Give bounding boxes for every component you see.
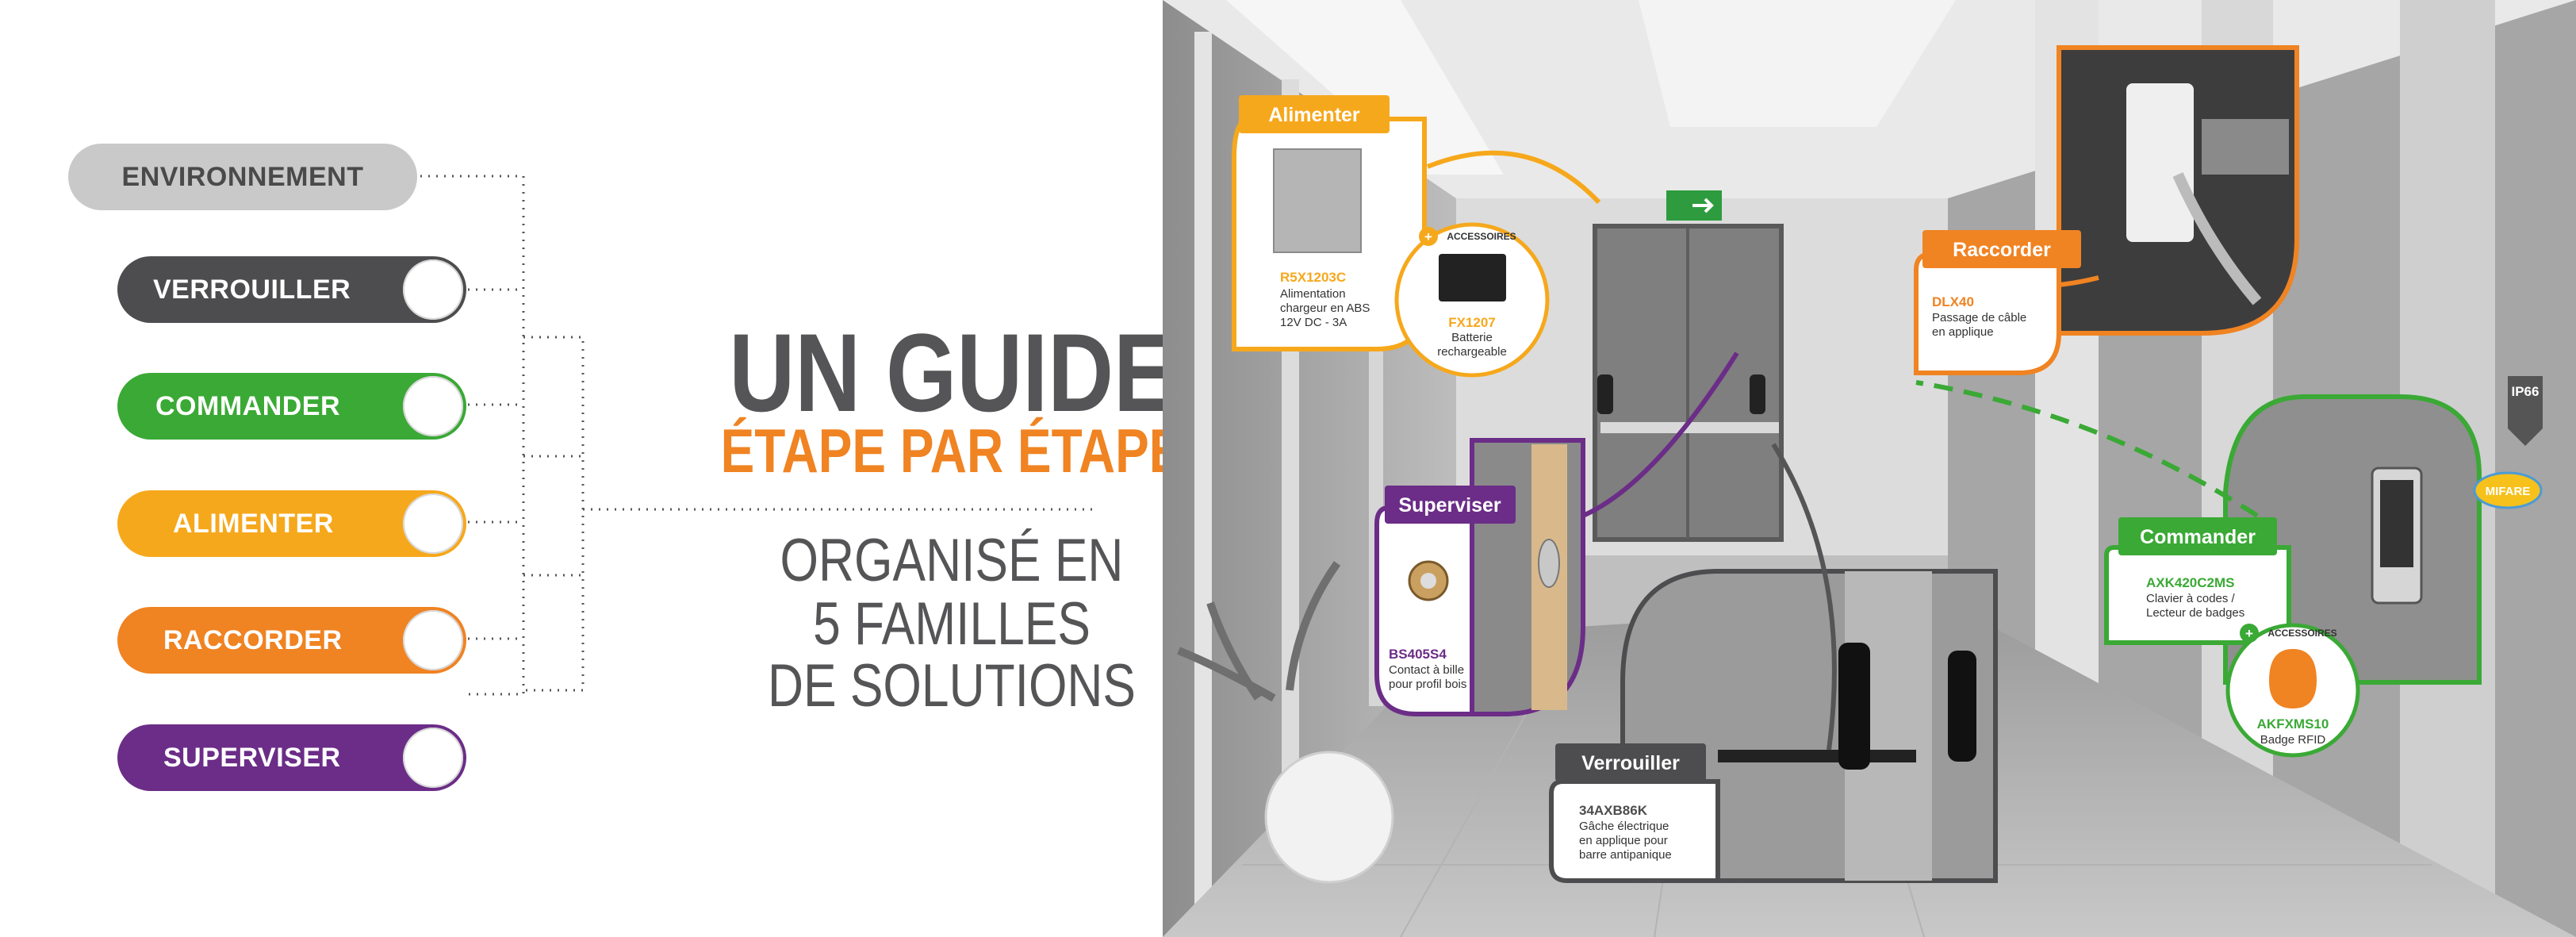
svg-text:IP66: IP66 — [2512, 384, 2540, 399]
headline-title: UN GUIDE — [729, 310, 1175, 435]
toggle-knob — [403, 610, 463, 670]
svg-text:+: + — [2245, 626, 2253, 641]
menu-label: VERROUILLER — [153, 274, 351, 305]
svg-text:pour profil bois: pour profil bois — [1389, 678, 1466, 691]
headline-line-b: 5 FAMILLES — [813, 590, 1091, 658]
svg-text:DLX40: DLX40 — [1932, 294, 1974, 309]
menu-label: ALIMENTER — [173, 508, 334, 539]
svg-text:MIFARE: MIFARE — [2486, 485, 2531, 498]
raccorder-photo — [2057, 45, 2299, 336]
callout-title: Alimenter — [1268, 104, 1360, 126]
menu-item-superviser[interactable]: SUPERVISER — [117, 724, 466, 791]
menu-item-verrouiller[interactable]: VERROUILLER — [117, 256, 466, 323]
menu-item-environnement[interactable]: ENVIRONNEMENT — [68, 144, 417, 210]
menu-label: ENVIRONNEMENT — [121, 161, 364, 192]
svg-text:AXK420C2MS: AXK420C2MS — [2146, 575, 2235, 590]
svg-text:BS405S4: BS405S4 — [1389, 647, 1447, 662]
corridor-scene: IP66 MIFARE Alimenter R5X1203C Alimentat… — [1163, 0, 2576, 937]
svg-text:Batterie: Batterie — [1451, 331, 1493, 344]
callout-accessoire-batterie[interactable]: + ACCESSOIRES FX1207 Batterie rechargeab… — [1394, 222, 1550, 378]
menu-item-alimenter[interactable]: ALIMENTER — [117, 490, 466, 557]
svg-text:ACCESSOIRES: ACCESSOIRES — [1447, 231, 1516, 242]
svg-text:Alimentation: Alimentation — [1280, 287, 1346, 301]
svg-text:ACCESSOIRES: ACCESSOIRES — [2267, 628, 2336, 639]
svg-text:en applique pour: en applique pour — [1579, 834, 1668, 847]
callout-title: Verrouiller — [1581, 752, 1680, 774]
ip66-badge: IP66 — [2508, 376, 2543, 446]
menu-label: RACCORDER — [163, 624, 343, 655]
menu-label: SUPERVISER — [163, 742, 341, 773]
svg-text:chargeur en ABS: chargeur en ABS — [1280, 301, 1370, 315]
callout-raccorder[interactable]: Raccorder DLX40 Passage de câble en appl… — [1914, 230, 2081, 375]
headline-line-c: DE SOLUTIONS — [767, 652, 1137, 720]
callout-superviser[interactable]: Superviser BS405S4 Contact à bille pour … — [1374, 486, 1516, 716]
headline-line-a: ORGANISÉ EN — [780, 527, 1124, 594]
svg-text:Passage de câble: Passage de câble — [1932, 311, 2026, 324]
left-panel: ENVIRONNEMENT VERROUILLER COMMANDER ALIM… — [0, 0, 1183, 937]
callout-accessoire-badge[interactable]: + ACCESSOIRES AKFXMS10 Badge RFID — [2225, 623, 2360, 758]
svg-text:AKFXMS10: AKFXMS10 — [2257, 716, 2329, 732]
menu-item-raccorder[interactable]: RACCORDER — [117, 607, 466, 674]
svg-text:FX1207: FX1207 — [1448, 315, 1496, 330]
svg-text:barre antipanique: barre antipanique — [1579, 848, 1672, 862]
menu-label: COMMANDER — [155, 390, 341, 421]
menu-item-commander[interactable]: COMMANDER — [117, 373, 466, 440]
svg-text:R5X1203C: R5X1203C — [1280, 270, 1346, 285]
svg-text:Clavier à codes /: Clavier à codes / — [2146, 592, 2236, 605]
svg-text:Gâche électrique: Gâche électrique — [1579, 820, 1669, 833]
superviser-photo — [1470, 438, 1585, 716]
callout-alimenter[interactable]: Alimenter R5X1203C Alimentation chargeur… — [1232, 95, 1427, 351]
svg-text:en applique: en applique — [1932, 325, 1994, 339]
callout-title: Superviser — [1398, 494, 1501, 517]
callout-title: Raccorder — [1953, 239, 2051, 261]
headline-subtitle: ÉTAPE PAR ÉTAPE — [720, 416, 1183, 486]
svg-text:Lecteur de badges: Lecteur de badges — [2146, 606, 2244, 620]
plant-pot — [1177, 561, 1394, 884]
callout-title: Commander — [2140, 526, 2256, 548]
svg-text:rechargeable: rechargeable — [1437, 345, 1507, 359]
svg-text:Badge RFID: Badge RFID — [2260, 733, 2326, 747]
toggle-knob — [403, 259, 463, 320]
connector-lines — [420, 175, 1098, 696]
mifare-badge: MIFARE — [2473, 471, 2543, 509]
svg-text:12V DC - 3A: 12V DC - 3A — [1280, 316, 1347, 329]
callout-verrouiller[interactable]: Verrouiller 34AXB86K Gâche électrique en… — [1549, 743, 1720, 883]
callout-commander[interactable]: Commander AXK420C2MS Clavier à codes / L… — [2104, 517, 2291, 645]
toggle-knob — [403, 493, 463, 554]
svg-text:Contact à bille: Contact à bille — [1389, 663, 1464, 677]
svg-text:34AXB86K: 34AXB86K — [1579, 803, 1648, 818]
toggle-knob — [403, 728, 463, 788]
toggle-knob — [403, 376, 463, 436]
svg-text:+: + — [1424, 229, 1432, 244]
